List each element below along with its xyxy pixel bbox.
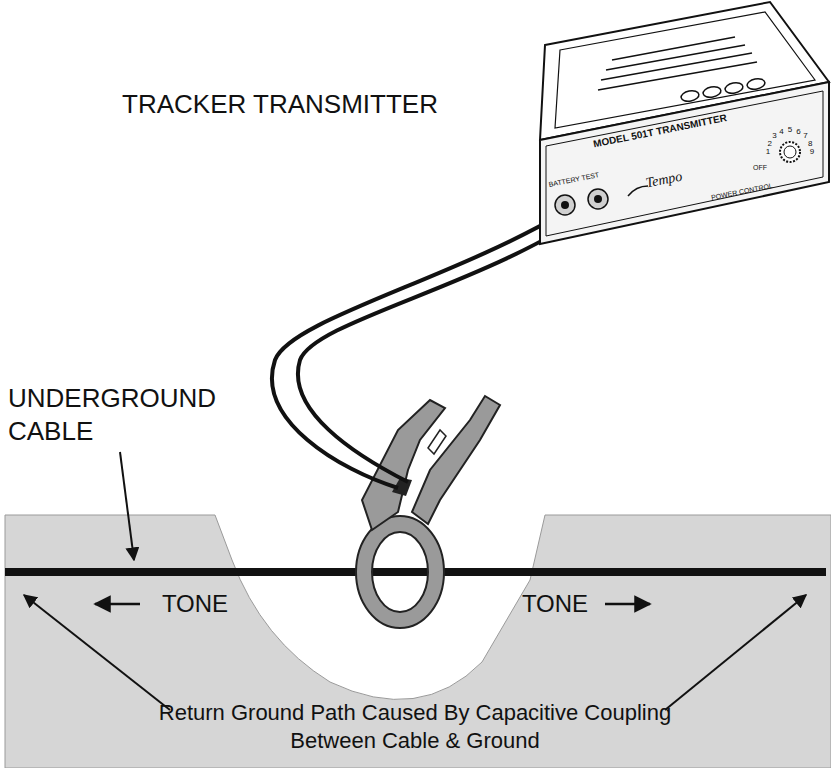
dial-number: 9 <box>810 147 814 156</box>
note-label: Return Ground Path Caused By Capacitive … <box>155 699 675 754</box>
tone-label: TONE <box>162 590 228 618</box>
transmitter-slots <box>598 37 757 90</box>
dial-label: POWER CONTROL <box>711 182 774 202</box>
test-lead <box>298 206 598 482</box>
brand-label: Tempo <box>644 169 683 192</box>
tone-label: TONE <box>522 590 588 618</box>
tempo-logo <box>628 186 648 196</box>
tone-arrow <box>95 603 140 606</box>
dial-number: 1 <box>766 147 770 156</box>
leader-arrow <box>665 595 806 710</box>
leader-arrow <box>120 452 134 560</box>
jack-label: BATTERY TEST <box>548 171 600 189</box>
model-label: MODEL 501T TRANSMITTER <box>592 112 728 150</box>
tone-arrow <box>605 603 650 606</box>
power-dial <box>780 142 800 162</box>
underground-cable <box>5 568 826 576</box>
clamp-notch <box>428 430 446 454</box>
transmitter-front <box>540 82 829 244</box>
ground <box>5 515 831 768</box>
clamp-jaw <box>412 396 500 524</box>
cable-label: UNDERGROUND CABLE <box>8 382 218 447</box>
clamp-ring <box>356 516 444 628</box>
dial-number: 3 <box>772 132 776 141</box>
dial-number: 7 <box>803 132 807 141</box>
dial-number: 5 <box>788 125 792 134</box>
leader-arrow <box>24 595 170 710</box>
jack <box>555 189 608 215</box>
dial-number: 4 <box>779 127 783 136</box>
dial-number: 2 <box>767 139 771 148</box>
dial-number: 8 <box>808 139 812 148</box>
dial-off: OFF <box>753 164 767 172</box>
dial-number: 6 <box>796 127 800 136</box>
title-label: TRACKER TRANSMITTER <box>122 90 438 120</box>
transmitter-front-frame <box>546 91 823 236</box>
